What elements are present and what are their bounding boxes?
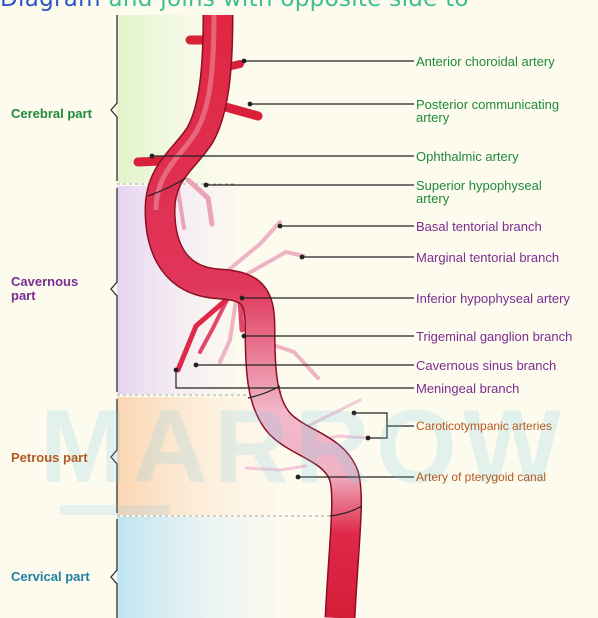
- trigeminal-ganglion-label: Trigeminal ganglion branch: [416, 330, 572, 343]
- petrous-part-label: Petrous part: [11, 451, 88, 465]
- basal-tentorial-label: Basal tentorial branch: [416, 220, 542, 233]
- inferior-hypophyseal-label: Inferior hypophyseal artery: [416, 292, 570, 305]
- ophthalmic-label: Ophthalmic artery: [416, 150, 519, 163]
- cervical-part-label: Cervical part: [11, 570, 90, 584]
- anterior-choroidal-label: Anterior choroidal artery: [416, 55, 555, 68]
- watermark-underline: [60, 505, 170, 515]
- watermark: MARROW: [40, 388, 567, 507]
- superior-hypophyseal-label: Superior hypophyseal artery: [416, 179, 542, 205]
- posterior-communicating-label: Posterior communicating artery: [416, 98, 559, 124]
- cervical-brace: [111, 519, 117, 618]
- cavernous-part-label: Cavernous part: [11, 275, 78, 303]
- cervical-panel: [117, 517, 277, 618]
- caroticotympanic-label: Caroticotympanic arteries: [416, 420, 552, 433]
- pterygoid-canal-label: Artery of pterygoid canal: [416, 471, 546, 484]
- cerebral-part-label: Cerebral part: [11, 107, 92, 121]
- cavernous-brace: [111, 188, 117, 392]
- meningeal-label: Meningeal branch: [416, 382, 519, 395]
- marginal-tentorial-label: Marginal tentorial branch: [416, 251, 559, 264]
- cerebral-brace: [111, 15, 117, 181]
- cavernous-sinus-label: Cavernous sinus branch: [416, 359, 556, 372]
